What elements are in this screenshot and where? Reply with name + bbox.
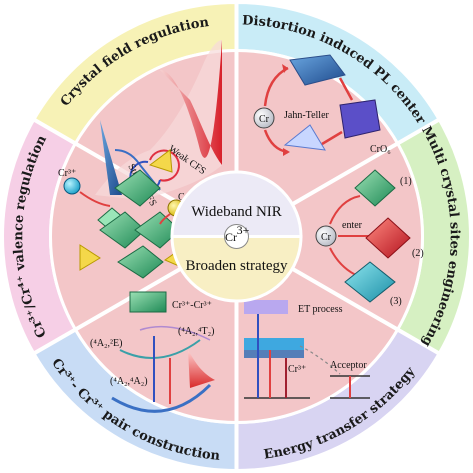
center-top-text: Wideband NIR	[191, 204, 282, 220]
weak-cfs-emission-peak	[160, 40, 222, 165]
state-a-label: (⁴A₂,⁴A₂)	[110, 376, 148, 387]
potential-curve-e	[119, 339, 201, 359]
et-band-middle	[244, 338, 304, 350]
segment-divider	[290, 266, 441, 356]
tetrahedron-yellow-1	[79, 244, 101, 271]
pair-emission-peak	[188, 350, 215, 388]
site-2-label: (2)	[412, 248, 424, 259]
cro6-octahedron	[339, 99, 381, 139]
distortion-cr-label: Cr	[259, 114, 270, 125]
panel-valence: Cr³⁺ Cr⁴⁺	[58, 149, 197, 279]
octahedron-site-2	[365, 217, 411, 259]
et-cr3-label: Cr³⁺	[288, 364, 306, 375]
center-ion-badge	[224, 224, 249, 249]
cro6-label: CrO₆	[370, 144, 391, 155]
cr3-ion-ball	[63, 177, 81, 195]
tetrahedron-shape	[283, 124, 326, 151]
strong-cfs-emission-peak	[100, 120, 122, 195]
valence-octahedron-1	[114, 169, 161, 207]
valence-octahedron-4	[117, 245, 164, 279]
center-bottom-text: Broaden strategy	[185, 258, 288, 274]
segment-divider	[290, 117, 441, 207]
et-band-top	[244, 300, 288, 314]
state-e-label: (⁴A₂,²E)	[90, 338, 122, 349]
panel-pair: Cr³⁺-Cr³⁺ (⁴A₂,²E) (⁴A₂,⁴T₂) (⁴A₂,⁴A₂)	[90, 291, 215, 413]
panel-energy-transfer: ET process Cr³⁺ Acceptor	[244, 300, 370, 399]
pair-structure	[129, 291, 167, 313]
panel-distortion: Cr Jahn-Teller CrO₆	[253, 54, 391, 156]
octahedron-site-3	[344, 261, 396, 303]
distorted-octahedron	[289, 54, 346, 86]
site-3-label: (3)	[390, 296, 402, 307]
acceptor-label: Acceptor	[330, 360, 367, 371]
valence-cr3-label: Cr³⁺	[58, 168, 76, 179]
center-ion-symbol: Cr	[225, 230, 237, 244]
state-t-label: (⁴A₂,⁴T₂)	[178, 326, 214, 337]
potential-curve-ground	[111, 383, 212, 413]
jahn-teller-label: Jahn-Teller	[284, 110, 330, 121]
center-ion-charge: 3+	[237, 223, 250, 237]
segment-divider	[32, 266, 183, 356]
site-1-label: (1)	[400, 176, 412, 187]
center-hub: Wideband NIR Cr 3+ Broaden strategy	[170, 170, 303, 303]
et-process-label: ET process	[298, 304, 343, 315]
cycle-arrow-icon	[149, 149, 180, 182]
octahedron-site-1	[354, 169, 396, 207]
multisite-cr-label: Cr	[321, 232, 332, 243]
enter-label: enter	[342, 220, 363, 231]
pair-label: Cr³⁺-Cr³⁺	[172, 300, 212, 311]
cr-ion-ball	[253, 107, 275, 129]
multisite-cr-ball	[315, 225, 337, 247]
panel-multisite: Cr enter (1) (2) (3)	[315, 169, 424, 307]
